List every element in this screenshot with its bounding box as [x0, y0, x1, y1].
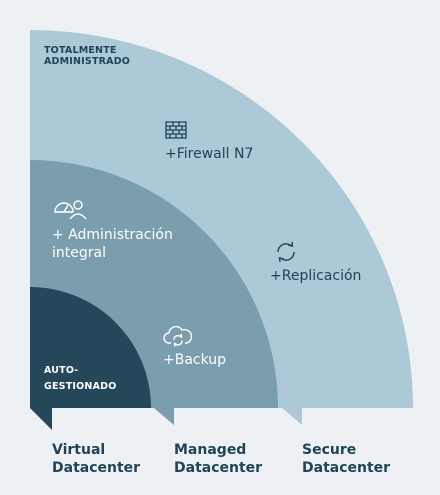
dashboard-user-icon [54, 200, 87, 220]
feature-administration: + Administración integral [52, 227, 173, 261]
product-virtual-datacenter: Virtual Datacenter [52, 441, 140, 477]
product-line-2: Datacenter [52, 460, 141, 476]
feature-firewall: +Firewall N7 [165, 146, 254, 162]
product-line-1: Virtual [52, 442, 106, 458]
brick-wall-icon [165, 121, 187, 139]
feature-replication: +Replicación [270, 268, 362, 284]
inner-tier-virtual [30, 287, 151, 430]
product-line-1: Managed [174, 442, 247, 458]
cloud-sync-icon [163, 325, 193, 347]
product-line-1: Secure [302, 442, 357, 458]
product-managed-datacenter: Managed Datacenter [174, 441, 262, 477]
feature-backup: +Backup [163, 352, 227, 368]
sync-arrows-icon [277, 241, 295, 263]
tier-label-self-managed: AUTO-GESTIONADO [44, 365, 117, 392]
product-line-2: Datacenter [302, 460, 391, 476]
product-line-2: Datacenter [174, 460, 263, 476]
product-secure-datacenter: Secure Datacenter [302, 441, 390, 477]
tier-label-fully-managed: TOTALMENTE ADMINISTRADO [44, 45, 131, 67]
